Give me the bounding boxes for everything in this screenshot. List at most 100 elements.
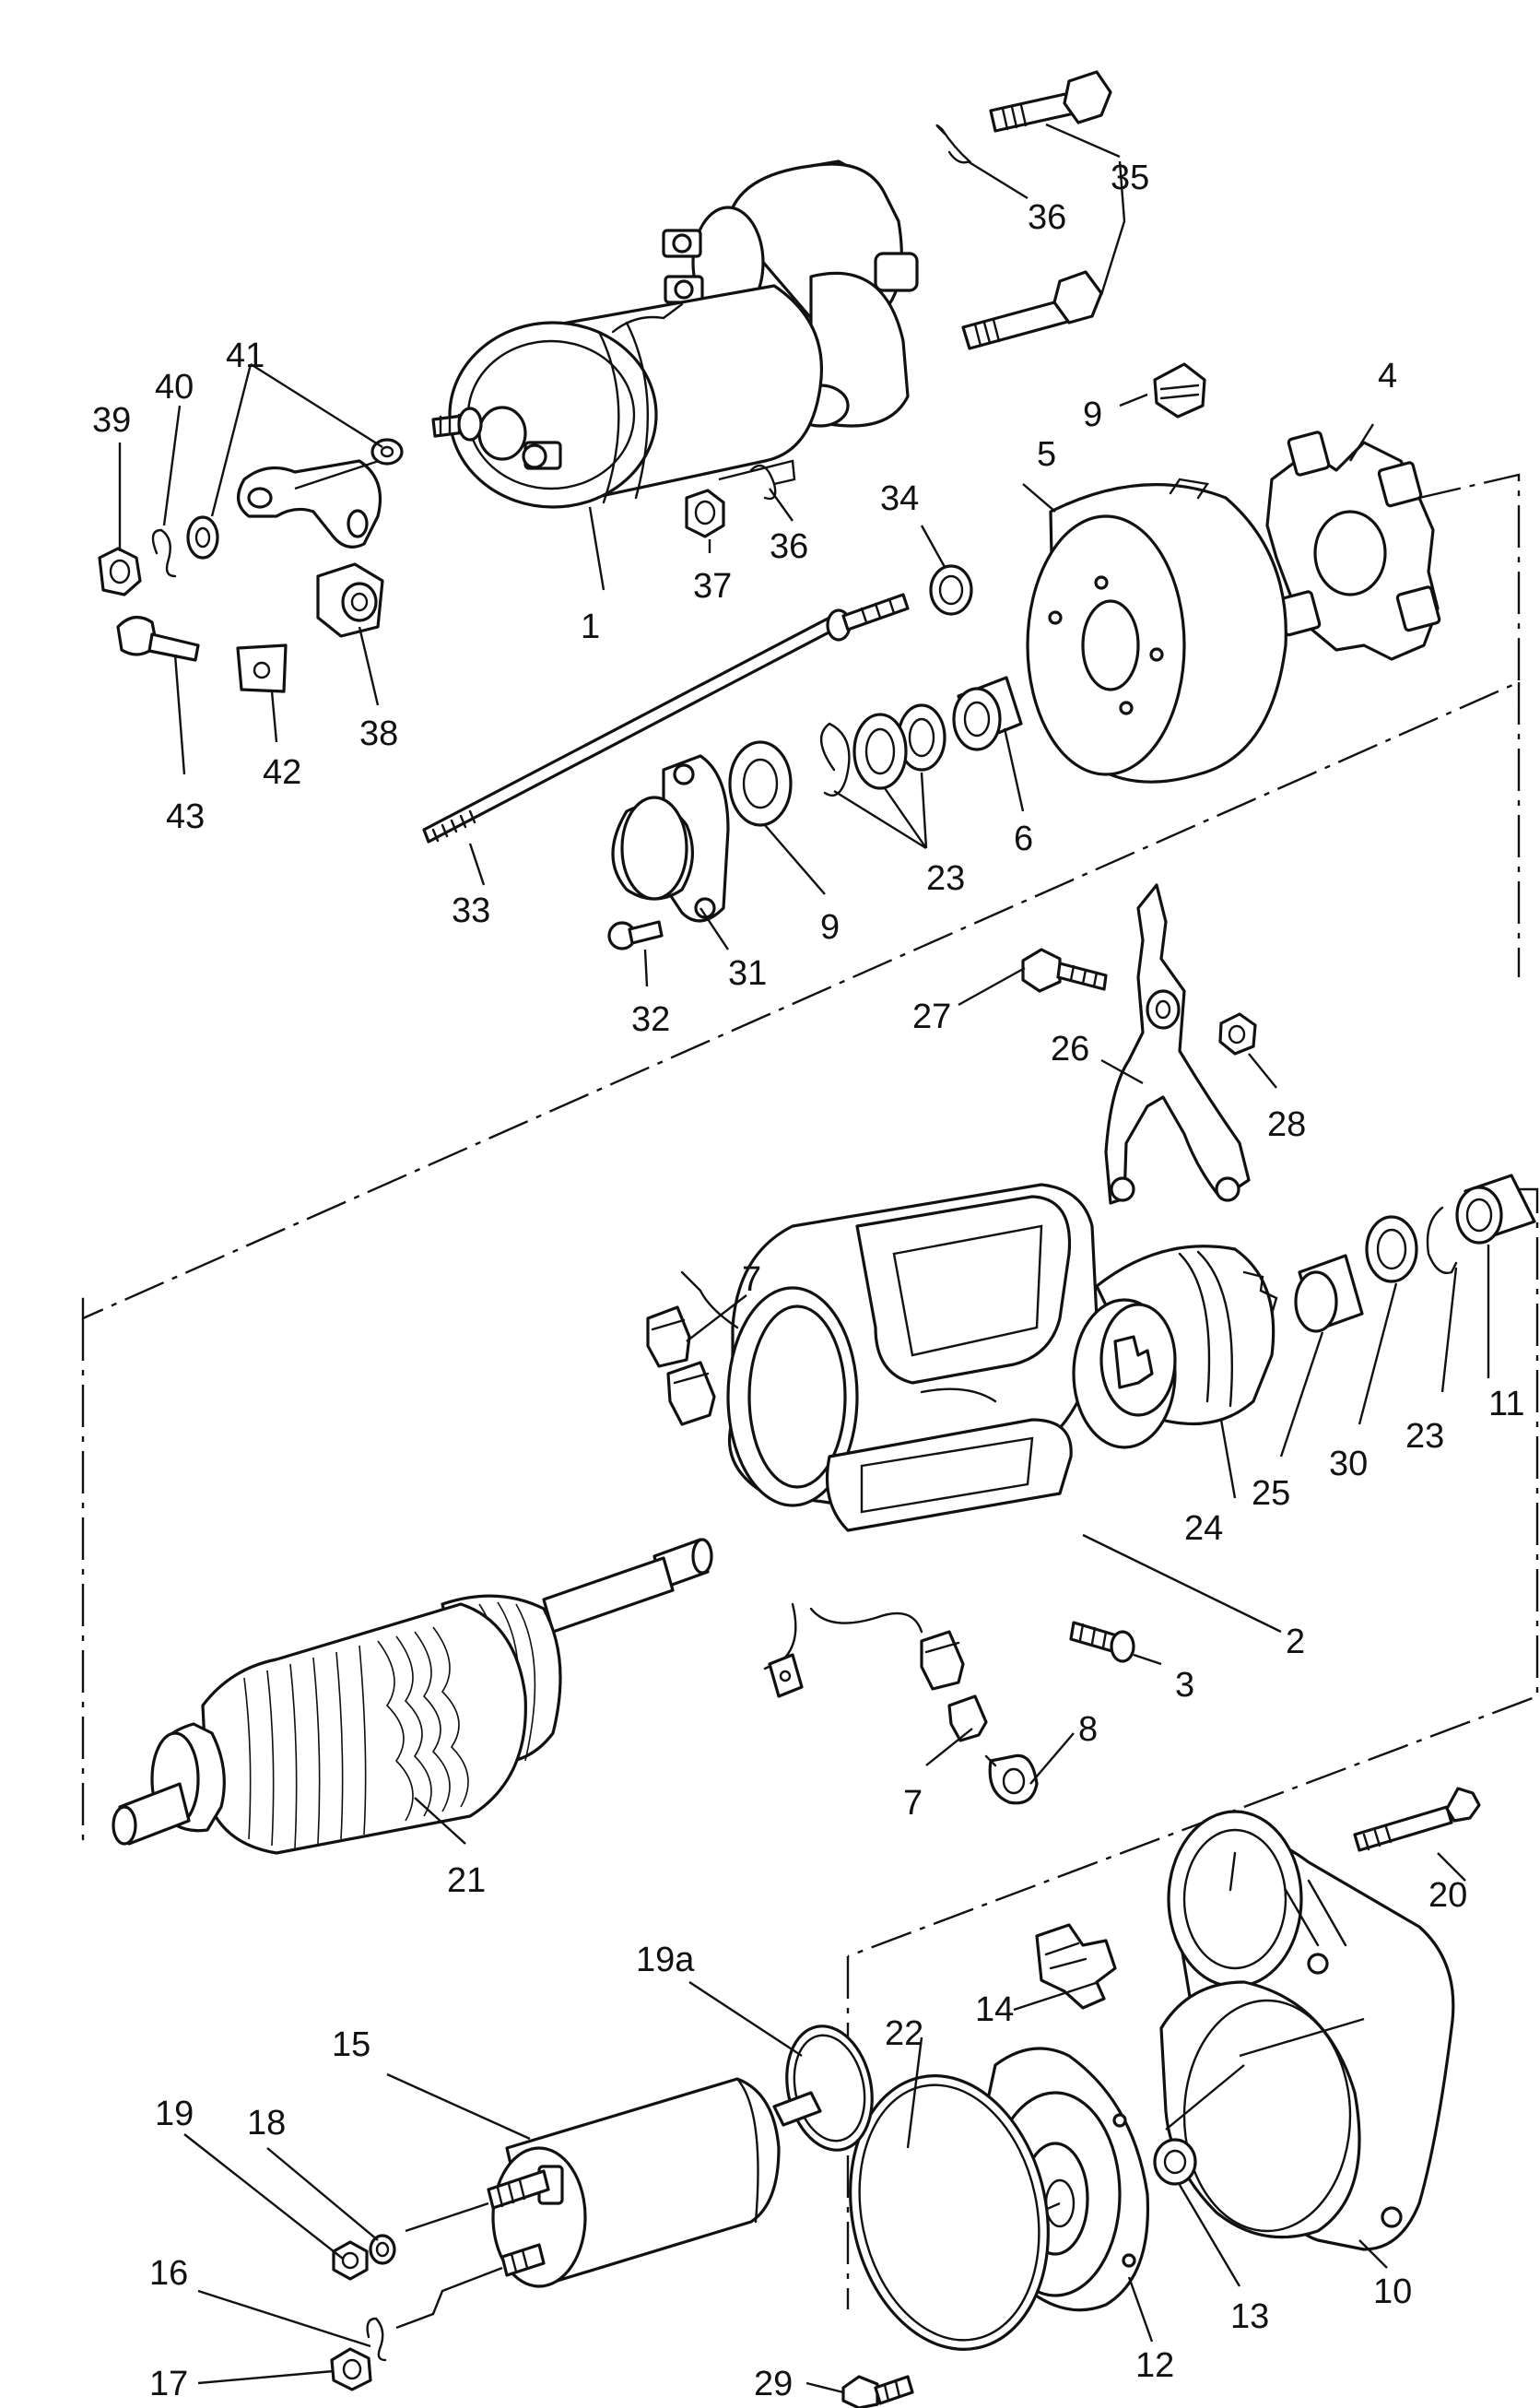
callout-15: 15 — [332, 2025, 370, 2064]
brush-upper-b — [666, 1361, 716, 1426]
through-bolt-upper — [989, 70, 1112, 133]
callout-31: 31 — [728, 954, 767, 993]
callout-6: 6 — [1014, 820, 1033, 858]
callout-10: 10 — [1373, 2272, 1412, 2311]
square-nut-42 — [236, 643, 288, 693]
callout-25: 25 — [1252, 1474, 1290, 1513]
callout-43: 43 — [166, 797, 205, 836]
tie-rod — [422, 593, 910, 844]
nut-17 — [330, 2347, 372, 2391]
bearing-bushing — [952, 676, 1023, 751]
brush-lower-b — [947, 1694, 988, 1742]
starter-motor-assembly — [431, 159, 919, 509]
stop-sleeve — [1294, 1254, 1364, 1333]
callout-11: 11 — [1488, 1385, 1524, 1423]
terminal-link-plate — [237, 456, 388, 549]
washer-41b — [186, 515, 219, 560]
brush-block — [1035, 1923, 1117, 2010]
callout-labels: 35 36 36 37 1 9 4 5 34 6 23 9 31 32 33 3… — [92, 159, 1524, 2403]
retaining-clip-upper — [935, 124, 972, 164]
callout-29: 29 — [754, 2365, 793, 2403]
commutator-end-housing — [1026, 478, 1287, 784]
callout-3: 3 — [1175, 1666, 1194, 1705]
callout-24: 24 — [1184, 1509, 1223, 1548]
callout-18: 18 — [247, 2104, 286, 2142]
terminal-block — [316, 562, 384, 638]
callout-36-upper: 36 — [1028, 198, 1066, 237]
brush-lower-a — [920, 1630, 965, 1691]
retaining-clip-lower — [718, 459, 796, 501]
callout-16: 16 — [149, 2254, 188, 2293]
callout-19a: 19a — [636, 1941, 695, 1979]
callout-9-upper: 9 — [1083, 395, 1102, 434]
callout-8: 8 — [1078, 1710, 1098, 1749]
callout-13: 13 — [1230, 2297, 1269, 2336]
callout-28: 28 — [1267, 1105, 1306, 1144]
spring-washer-16 — [366, 2317, 387, 2362]
hex-nut — [685, 489, 725, 538]
lock-nut — [1218, 1012, 1257, 1056]
callout-7-lower: 7 — [903, 1784, 923, 1823]
brush-upper-a — [646, 1305, 691, 1368]
pivot-screw — [1021, 948, 1108, 993]
callout-9-lower: 9 — [820, 908, 840, 947]
callout-26: 26 — [1051, 1030, 1089, 1068]
callout-42: 42 — [263, 753, 301, 792]
hex-nut-39 — [98, 547, 142, 596]
callout-12: 12 — [1135, 2346, 1174, 2385]
callout-23-upper: 23 — [926, 859, 965, 898]
brush-holder-plate — [1265, 431, 1441, 661]
assembly-outline-middle — [75, 1187, 1539, 1958]
spacer-sleeve-34 — [929, 564, 973, 616]
callout-19: 19 — [155, 2095, 194, 2133]
stator-frame — [680, 1183, 1099, 1670]
callout-1: 1 — [581, 608, 600, 646]
thrust-ring — [1365, 1215, 1418, 1283]
bearing-cover — [611, 754, 730, 923]
callout-4: 4 — [1378, 357, 1397, 395]
callout-36-lower: 36 — [770, 527, 808, 566]
callout-14: 14 — [975, 1990, 1014, 2029]
drive-end-bushing — [1455, 1174, 1536, 1245]
callout-23-lower: 23 — [1405, 1417, 1444, 1456]
callout-22: 22 — [885, 2014, 923, 2053]
o-ring-19a — [785, 2024, 874, 2152]
washer-18 — [369, 2234, 396, 2265]
rubber-grommet — [1153, 362, 1206, 419]
washer-9 — [728, 740, 793, 827]
callout-33: 33 — [452, 891, 490, 930]
callout-40: 40 — [155, 368, 194, 407]
callout-38: 38 — [359, 714, 398, 753]
terminal-lug — [768, 1653, 804, 1698]
callout-37: 37 — [693, 567, 732, 606]
shim-washers — [820, 703, 946, 797]
through-bolt-lower — [961, 270, 1103, 350]
armature — [112, 1538, 713, 1855]
leader-lines — [118, 123, 1490, 2394]
solenoid-switch — [395, 2077, 822, 2330]
callout-5: 5 — [1037, 435, 1056, 474]
callout-21: 21 — [447, 1861, 486, 1900]
brush-spring — [984, 1753, 1039, 1805]
callout-35: 35 — [1111, 159, 1149, 197]
callout-39: 39 — [92, 401, 131, 440]
pole-shoe-screw — [1069, 1621, 1135, 1663]
callout-7-upper: 7 — [742, 1260, 761, 1299]
sealing-ring — [849, 2074, 1050, 2351]
callout-27: 27 — [912, 997, 951, 1036]
circlip — [1426, 1206, 1458, 1274]
callout-20: 20 — [1428, 1876, 1467, 1915]
shift-lever-fork — [1104, 883, 1251, 1205]
callout-30: 30 — [1329, 1445, 1368, 1483]
callout-34: 34 — [880, 479, 919, 518]
cover-screw — [607, 920, 664, 950]
drive-end-bearing — [1153, 2138, 1197, 2186]
callout-32: 32 — [631, 1000, 670, 1039]
pinion-drive — [1072, 1245, 1278, 1449]
housing-screw — [841, 2375, 914, 2408]
nut-19 — [332, 2240, 369, 2281]
callout-41: 41 — [226, 336, 265, 375]
drive-end-housing — [1159, 1810, 1455, 2251]
